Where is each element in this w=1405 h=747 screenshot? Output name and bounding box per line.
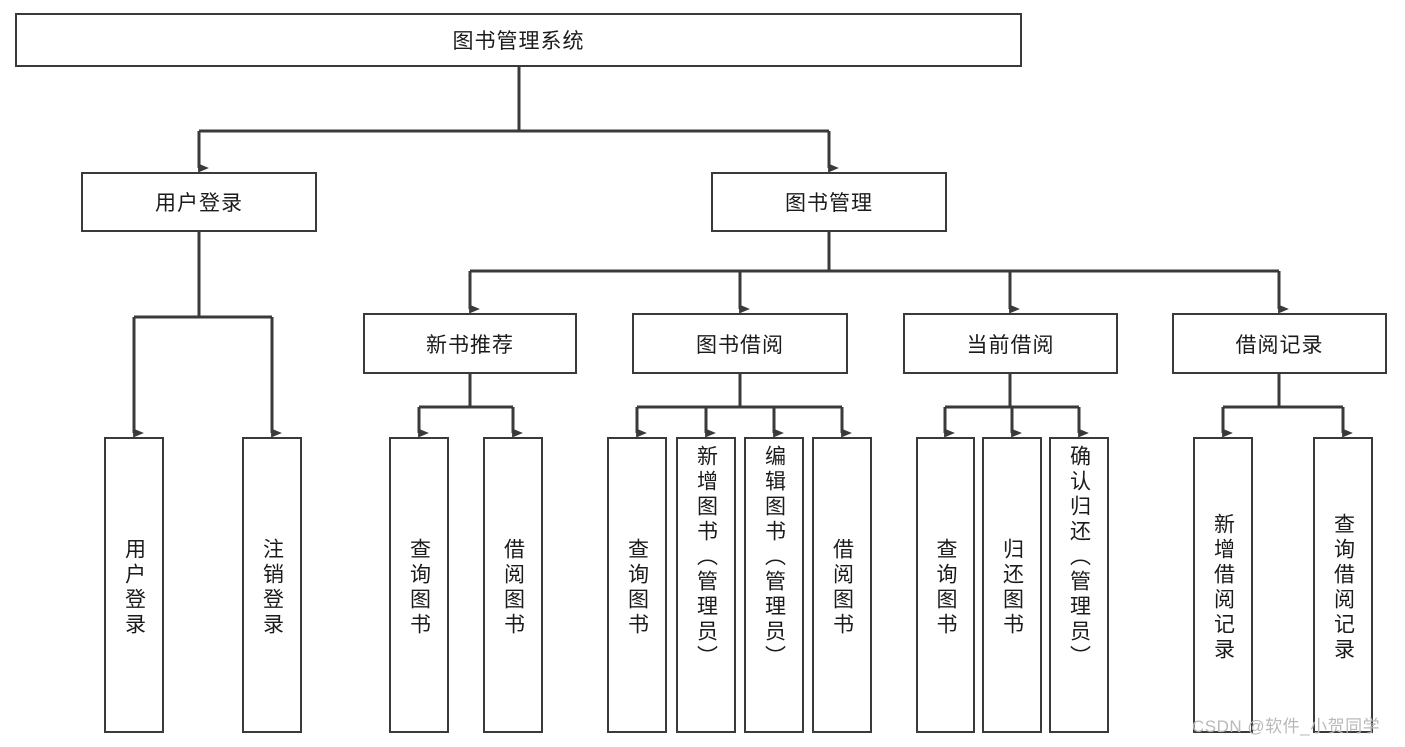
node-label: 新增借阅记录 xyxy=(1211,513,1235,663)
node-leaf-add-record[interactable]: 新增借阅记录 xyxy=(1193,437,1253,733)
node-label: 图书管理系统 xyxy=(452,30,585,53)
node-leaf-query-book-1[interactable]: 查询图书 xyxy=(389,437,449,733)
node-label: 注销登录 xyxy=(260,538,284,638)
node-label: 新增图书（管理员） xyxy=(694,445,718,670)
node-leaf-query-book-3[interactable]: 查询图书 xyxy=(916,437,975,733)
node-label: 编辑图书（管理员） xyxy=(762,445,786,670)
node-user-login[interactable]: 用户登录 xyxy=(81,172,317,232)
node-label: 新书推荐 xyxy=(426,333,514,357)
node-label: 归还图书 xyxy=(1000,538,1024,638)
node-new-book-recommend[interactable]: 新书推荐 xyxy=(363,313,577,374)
node-root-system[interactable]: 图书管理系统 xyxy=(15,13,1022,67)
node-label: 用户登录 xyxy=(155,192,243,215)
node-label: 借阅图书 xyxy=(830,538,854,638)
node-label: 用户登录 xyxy=(122,538,146,638)
node-leaf-borrow-book-2[interactable]: 借阅图书 xyxy=(812,437,872,733)
node-label: 查询借阅记录 xyxy=(1331,513,1355,663)
node-book-borrow[interactable]: 图书借阅 xyxy=(632,313,848,374)
node-label: 查询图书 xyxy=(407,538,431,638)
node-borrow-record[interactable]: 借阅记录 xyxy=(1172,313,1387,374)
node-label: 借阅记录 xyxy=(1235,333,1324,357)
node-leaf-confirm-return[interactable]: 确认归还（管理员） xyxy=(1049,437,1109,733)
node-leaf-edit-book[interactable]: 编辑图书（管理员） xyxy=(744,437,804,733)
node-label: 确认归还（管理员） xyxy=(1067,445,1091,670)
node-leaf-query-book-2[interactable]: 查询图书 xyxy=(607,437,667,733)
node-leaf-borrow-book-1[interactable]: 借阅图书 xyxy=(483,437,543,733)
node-label: 借阅图书 xyxy=(501,538,525,638)
node-label: 图书管理 xyxy=(785,192,873,215)
node-label: 查询图书 xyxy=(625,538,649,638)
node-leaf-logout[interactable]: 注销登录 xyxy=(242,437,302,733)
node-book-manage[interactable]: 图书管理 xyxy=(711,172,947,232)
node-label: 当前借阅 xyxy=(966,333,1055,357)
node-label: 查询图书 xyxy=(934,538,957,638)
watermark-text: CSDN @软件_小贺同学 xyxy=(1192,717,1381,736)
node-leaf-add-book[interactable]: 新增图书（管理员） xyxy=(676,437,736,733)
node-label: 图书借阅 xyxy=(696,333,784,357)
node-leaf-return-book[interactable]: 归还图书 xyxy=(982,437,1042,733)
node-current-borrow[interactable]: 当前借阅 xyxy=(903,313,1118,374)
node-leaf-query-record[interactable]: 查询借阅记录 xyxy=(1313,437,1373,733)
node-leaf-user-login[interactable]: 用户登录 xyxy=(104,437,164,733)
